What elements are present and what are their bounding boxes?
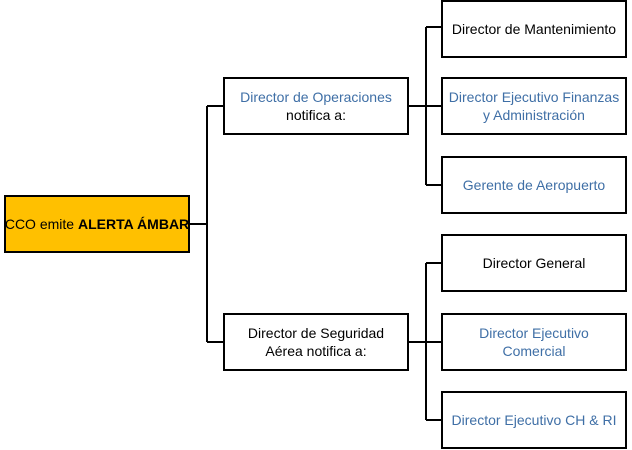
seguridad-line1: Director de Seguridad	[247, 325, 385, 341]
seguridad-line2: Aérea notifica a:	[265, 343, 367, 359]
root-highlight: ALERTA ÁMBAR	[77, 216, 190, 232]
operaciones-line1: Director de Operaciones	[240, 89, 392, 105]
mantenimiento-label: Director de Mantenimiento	[451, 21, 617, 37]
node-director-operaciones: Director de Operaciones notifica a:	[223, 77, 409, 135]
finanzas-line1: Director Ejecutivo Finanzas	[448, 89, 620, 105]
root-prefix: CCO emite	[4, 216, 78, 232]
aeropuerto-label: Gerente de Aeropuerto	[462, 177, 606, 193]
comercial-line1: Director Ejecutivo	[479, 325, 589, 341]
root-node-alerta-ambar: CCO emite ALERTA ÁMBAR	[4, 195, 190, 253]
node-director-seguridad: Director de Seguridad Aérea notifica a:	[223, 313, 409, 371]
node-director-ejecutivo-finanzas: Director Ejecutivo Finanzas y Administra…	[441, 77, 627, 135]
node-gerente-aeropuerto: Gerente de Aeropuerto	[441, 156, 627, 214]
finanzas-line2: y Administración	[483, 107, 585, 123]
chri-label: Director Ejecutivo CH & RI	[451, 412, 617, 428]
operaciones-line2: notifica a:	[286, 107, 346, 123]
node-director-general: Director General	[441, 234, 627, 292]
node-director-ejecutivo-chri: Director Ejecutivo CH & RI	[441, 391, 627, 449]
node-director-ejecutivo-comercial: Director Ejecutivo Comercial	[441, 313, 627, 371]
node-director-mantenimiento: Director de Mantenimiento	[441, 0, 627, 58]
comercial-line2: Comercial	[502, 343, 566, 359]
general-label: Director General	[482, 255, 586, 271]
